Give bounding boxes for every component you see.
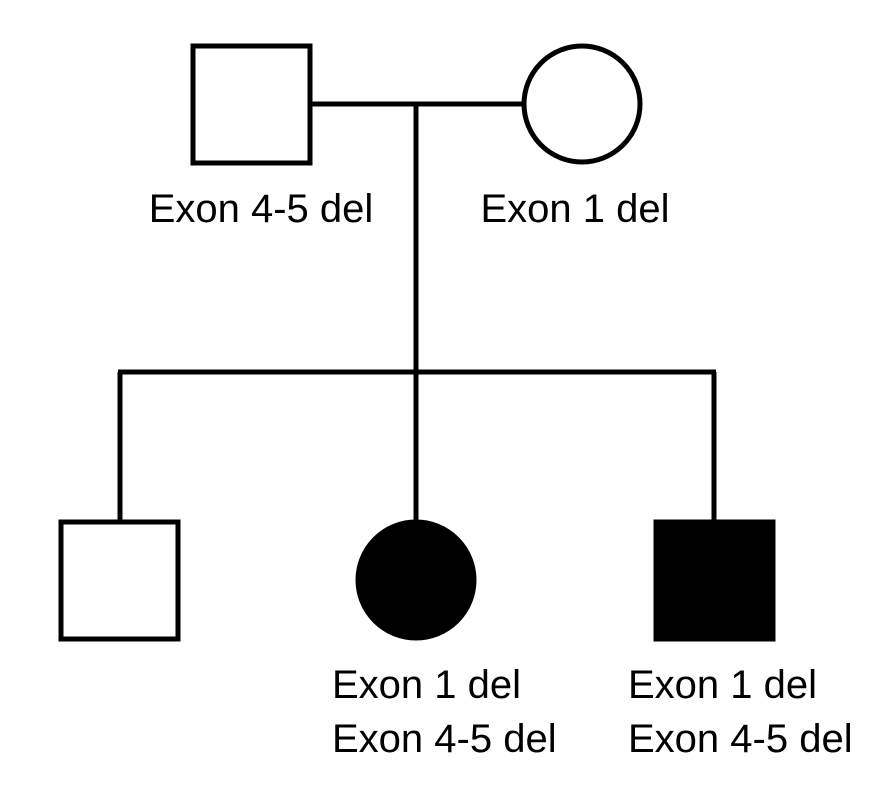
father-genotype-label: Exon 4-5 del <box>149 187 374 231</box>
father-symbol <box>190 43 313 166</box>
child-2-genotype-line-1: Exon 1 del <box>332 663 521 707</box>
mother-symbol <box>521 43 643 165</box>
child-2-genotype-line-2: Exon 4-5 del <box>332 717 557 761</box>
child-3-genotype-line-1: Exon 1 del <box>628 663 817 707</box>
child-2-symbol <box>355 519 477 641</box>
child-3-genotype-line-2: Exon 4-5 del <box>628 717 853 761</box>
mother-genotype-label: Exon 1 del <box>480 187 669 231</box>
child-1-symbol <box>58 519 181 642</box>
child-3-symbol <box>653 519 776 642</box>
